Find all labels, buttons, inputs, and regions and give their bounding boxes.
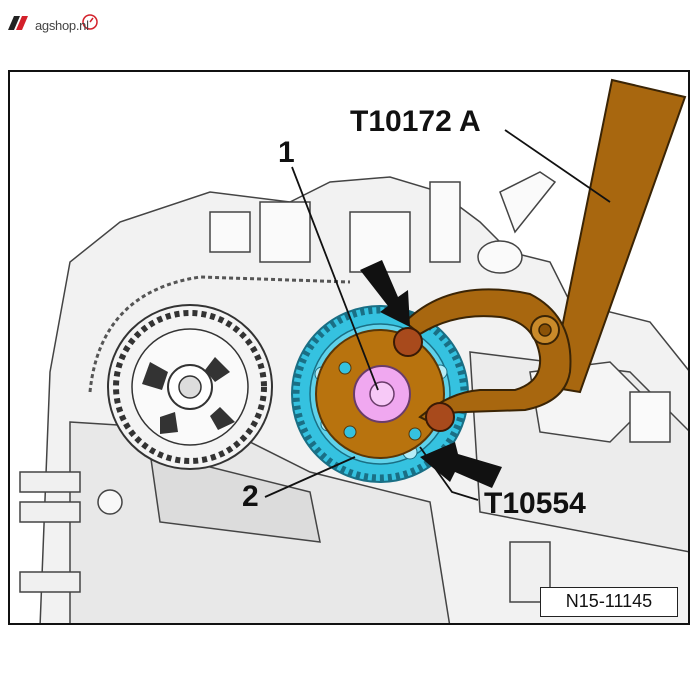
counter-hold-wrench xyxy=(393,78,687,432)
logo-mark-icon xyxy=(8,14,98,30)
hub-tool xyxy=(315,329,445,459)
wrench-pin-upper xyxy=(393,327,423,357)
callout-item-2: 2 xyxy=(242,480,259,513)
diagram-frame: T10172 A 1 2 T10554 N15-11145 xyxy=(8,70,690,625)
timing-belt xyxy=(88,275,351,393)
leader-lines xyxy=(264,129,611,501)
callout-item-1: 1 xyxy=(278,136,295,169)
callout-tool-wrench: T10172 A xyxy=(350,105,481,138)
logo-text: agshop.nl xyxy=(35,18,89,33)
logo: agshop.nl xyxy=(8,8,108,38)
wrench-pin-lower xyxy=(425,402,455,432)
figure-reference: N15-11145 xyxy=(540,587,678,617)
engine-illustration xyxy=(19,78,688,623)
callout-tool-pin: T10554 xyxy=(484,487,586,520)
left-gear xyxy=(107,304,273,470)
pointer-arrow-icon xyxy=(360,260,502,488)
